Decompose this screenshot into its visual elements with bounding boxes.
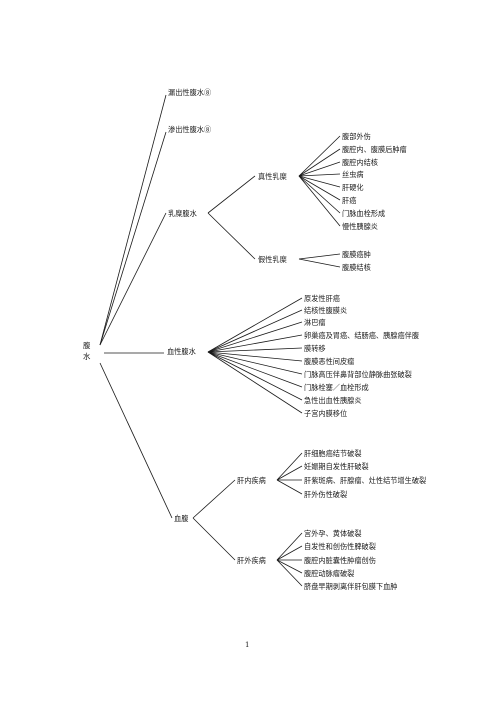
true-chylous-item: 腹腔内、腹膜后肿瘤 (342, 145, 407, 154)
true-chylous-item: 肝硬化 (342, 183, 364, 192)
bloody-ascites-item: 结核性腹膜炎 (304, 306, 348, 315)
true-chylous-item: 腹腔内结核 (342, 158, 378, 167)
exudate-ascites-label: 渗出性腹水⑧ (168, 125, 212, 134)
transudate-ascites-label: 漏出性腹水⑧ (168, 88, 212, 97)
connector-chylous-true (207, 175, 256, 214)
bloody-ascites-item: 膜转移 (304, 344, 326, 353)
extrahepatic-disease-label: 肝外疾病 (237, 556, 266, 565)
bloody-ascites-item: 门脉栓塞／血栓形成 (304, 383, 369, 392)
hemoperitoneum-label: 血腹 (174, 514, 189, 523)
pseudo-chylous-item: 腹膜结核 (342, 263, 371, 272)
connector-root-exudate (99, 131, 167, 346)
true-chylous-label: 真性乳糜 (258, 172, 287, 181)
hepatic-disease-item: 妊娠期自发性肝破裂 (304, 462, 369, 471)
bloody-ascites-item: 卵巢癌及胃癌、结肠癌、胰腺癌伴腹 (304, 331, 420, 340)
connector-root-hemoperitoneum (99, 362, 173, 519)
extrahepatic-disease-item: 腹腔内脏囊性肿瘤创伤 (304, 556, 376, 565)
chylous-ascites-label: 乳糜腹水 (168, 209, 197, 218)
bloody-ascites-item: 急性出血性胰腺炎 (304, 396, 362, 405)
extrahepatic-disease-item: 宫外孕、黄体破裂 (304, 529, 362, 538)
connector-root-chylous (99, 212, 167, 346)
page-number: 1 (245, 641, 250, 649)
pseudo-chylous-item: 腹膜癌肿 (342, 250, 371, 259)
hepatic-disease-item: 肝外伤性破裂 (304, 490, 348, 499)
extrahepatic-disease-item: 脐盘早期剥离伴肝包膜下血肿 (304, 582, 398, 591)
extrahepatic-disease-item: 腹腔动脉瘤破裂 (304, 569, 355, 578)
true-chylous-item: 慢性胰腺炎 (342, 222, 378, 231)
bloody-ascites-item: 淋巴瘤 (304, 318, 326, 327)
hepatic-disease-label: 肝内疾病 (237, 476, 266, 485)
root-label-line1: 腹 (83, 341, 91, 350)
pseudo-chylous-label: 假性乳糜 (258, 255, 287, 264)
hepatic-disease-item: 肝细胞癌结节破裂 (304, 449, 362, 458)
root-label-line2: 水 (83, 352, 91, 361)
bloody-ascites-item: 腹膜恶性间皮瘤 (304, 357, 355, 366)
hepatic-disease-item: 肝紫斑病、肝腺瘤、灶性结节增生破裂 (304, 476, 427, 485)
connector-root-transudate (99, 94, 167, 346)
connector-chylous-pseudo (207, 212, 256, 260)
true-chylous-item: 丝虫病 (342, 170, 364, 179)
true-chylous-item: 肝癌 (342, 196, 357, 205)
bloody-ascites-item: 子宫内膜移位 (304, 409, 348, 418)
bloody-ascites-item: 门脉高压伴鼻背部位静脉曲张破裂 (304, 370, 412, 379)
bloody-ascites-label: 血性腹水 (167, 347, 196, 356)
extrahepatic-disease-item: 自发性和创伤性脾破裂 (304, 542, 376, 551)
bloody-ascites-item: 原发性肝癌 (304, 294, 340, 303)
true-chylous-item: 门脉血栓形成 (342, 209, 386, 218)
true-chylous-item: 腹部外伤 (342, 132, 371, 141)
